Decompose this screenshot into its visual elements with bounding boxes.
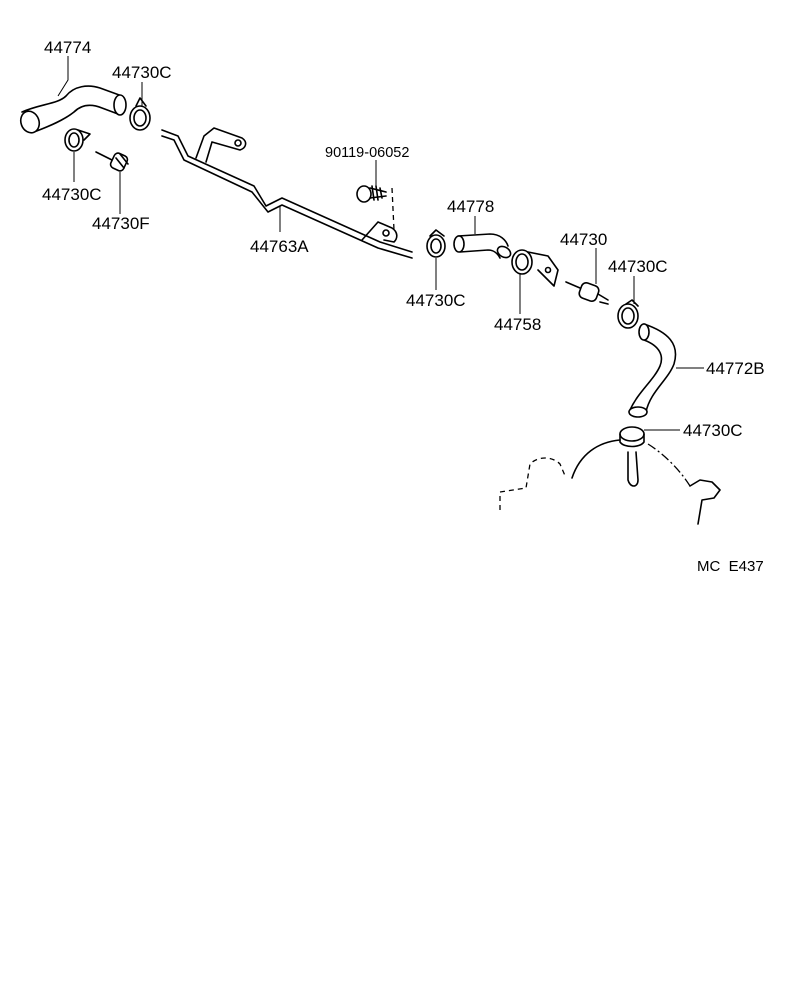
leader-lines: [57, 56, 704, 431]
footer-code: MC E437: [697, 558, 764, 575]
label-44730f: 44730F: [92, 214, 150, 233]
connector-44730: [565, 281, 609, 305]
part-labels: 44774 44730C 44730C 44730F 44763A 90119-…: [42, 38, 765, 575]
clamp-44730c-right: [617, 299, 639, 329]
pipe-44763a: [161, 127, 413, 259]
booster-outline: [499, 439, 721, 525]
hose-44774: [19, 85, 127, 134]
label-90119-06052: 90119-06052: [325, 145, 409, 161]
hose-44772b: [628, 323, 677, 418]
clamp-44730c-top: [129, 97, 151, 131]
hose-44778: [453, 233, 512, 259]
label-44772b: 44772B: [706, 359, 765, 378]
label-44730c-bottom: 44730C: [683, 421, 743, 440]
label-44730c-right: 44730C: [608, 257, 668, 276]
clamp-44730c-left: [64, 128, 91, 152]
clamp-44730c-mid: [426, 229, 446, 258]
label-44730c-top: 44730C: [112, 63, 172, 82]
label-44758: 44758: [494, 315, 541, 334]
clamp-44730c-bottom: [619, 426, 645, 448]
bracket-clamp-44758: [511, 249, 559, 287]
bolt-90119-06052: [356, 185, 395, 231]
label-44774: 44774: [44, 38, 91, 57]
label-44730c-left: 44730C: [42, 185, 102, 204]
label-44730: 44730: [560, 230, 607, 249]
label-44778: 44778: [447, 197, 494, 216]
label-44730c-mid: 44730C: [406, 291, 466, 310]
connector-44730f: [95, 151, 129, 172]
label-44763a: 44763A: [250, 237, 309, 256]
